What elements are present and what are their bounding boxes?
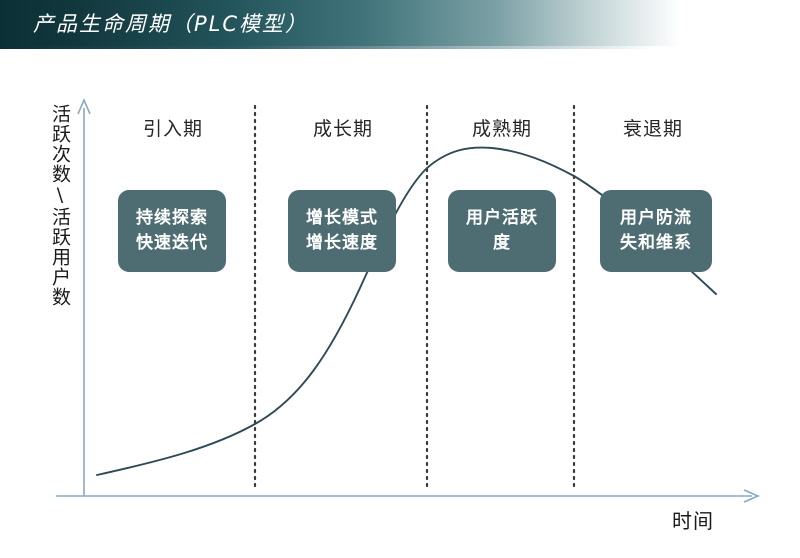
callout-box-growth[interactable]: 增长模式 增长速度 [288, 190, 396, 272]
phase-dividers [253, 104, 576, 492]
callout-box-decline[interactable]: 用户防流 失和维系 [600, 190, 712, 272]
callout-line-1: 持续探索 [136, 208, 208, 228]
page-title: 产品生命周期（PLC模型） [33, 12, 309, 36]
y-axis [77, 97, 91, 496]
phase-label-decline: 衰退期 [622, 118, 683, 140]
callout-line-2: 增长速度 [306, 233, 378, 253]
phase-label-maturity: 成熟期 [471, 118, 532, 140]
title-bar [0, 0, 800, 46]
callout-line-2: 失和维系 [620, 233, 692, 253]
y-axis-label: 活跃次数\活跃用户数 [49, 104, 71, 307]
callout-line-2: 快速迭代 [136, 233, 208, 253]
callout-box-introduction[interactable]: 持续探索 快速迭代 [118, 190, 226, 272]
x-axis [56, 489, 761, 503]
callout-box-maturity[interactable]: 用户活跃 度 [448, 190, 556, 272]
title-underline [0, 46, 800, 49]
lifecycle-curve [96, 146, 717, 476]
phase-label-growth: 成长期 [312, 118, 373, 140]
callout-line-2: 度 [493, 233, 511, 253]
x-axis-label: 时间 [672, 509, 714, 533]
phase-label-introduction: 引入期 [142, 118, 203, 140]
callout-line-1: 增长模式 [306, 208, 378, 228]
callout-line-1: 用户活跃 [466, 208, 538, 228]
callout-line-1: 用户防流 [620, 208, 692, 228]
